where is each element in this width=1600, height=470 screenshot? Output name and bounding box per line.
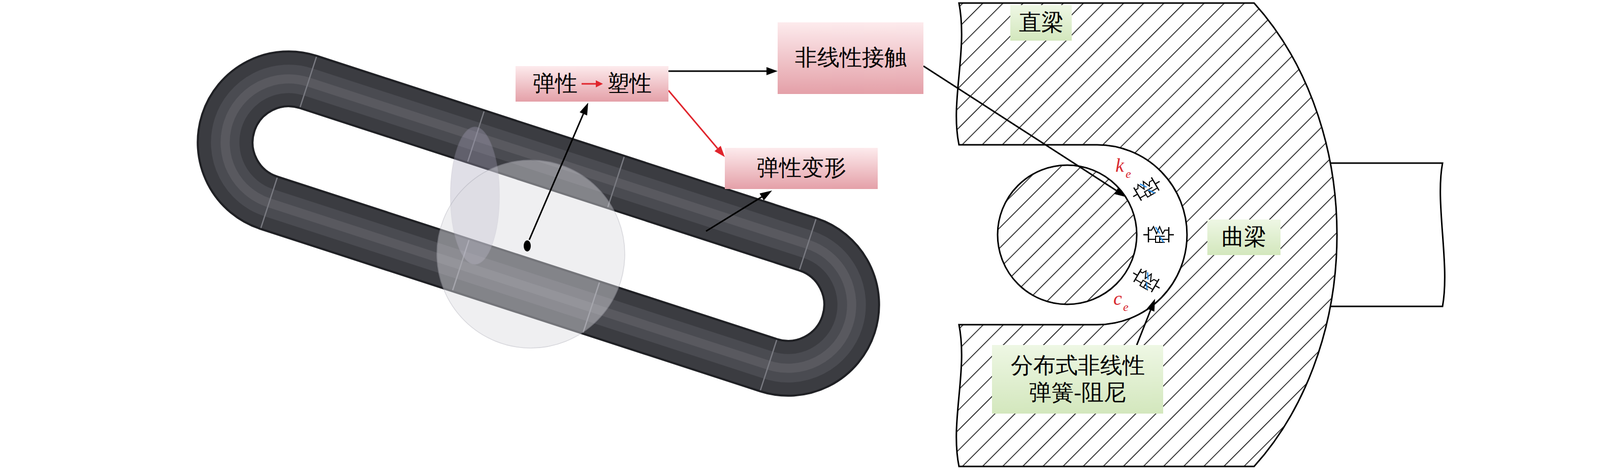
box-text: 非线性接触 — [794, 44, 907, 72]
part-label-box: 曲梁 — [1207, 219, 1281, 255]
spring-damper-symbol — [1129, 265, 1164, 295]
box-text: 分布式非线性 弹簧-阻尼 — [1007, 352, 1148, 407]
tube-highlight — [208, 62, 869, 386]
box-text: 塑性 — [606, 70, 652, 98]
box-text: 弹性 — [532, 70, 578, 98]
tube-body — [208, 62, 869, 386]
symbol-letter: c — [1113, 288, 1123, 308]
spring-damper-box: 分布式非线性 弹簧-阻尼 — [992, 344, 1164, 414]
contact-point — [523, 240, 531, 252]
curved-beam-section — [956, 3, 1337, 467]
arrow-head — [1146, 298, 1156, 312]
force-stroke — [1139, 272, 1155, 290]
contact-sphere — [436, 160, 625, 348]
force-stroke — [1139, 179, 1155, 198]
pin-section — [997, 165, 1137, 305]
segment-line — [261, 56, 817, 391]
connector-bar — [1129, 266, 1164, 295]
subscript: e — [1125, 167, 1132, 180]
connector-bar — [1143, 227, 1174, 243]
tube-outline — [208, 62, 869, 386]
arrow-head — [766, 67, 778, 76]
arrow-head — [595, 80, 603, 88]
symbol-letter: k — [1115, 155, 1125, 175]
arrow-head — [1114, 186, 1128, 198]
arrow-head — [579, 102, 589, 116]
force-stroke — [1155, 227, 1164, 243]
contact-box: 非线性接触 — [777, 22, 924, 94]
arrow-head — [714, 145, 725, 157]
leader-line — [923, 66, 1117, 191]
box-text: 曲梁 — [1221, 224, 1267, 251]
shank-outline — [1330, 163, 1445, 307]
deformation-box: 弹性变形 — [724, 147, 878, 189]
arrow-shaft — [581, 83, 597, 85]
leader-line — [706, 197, 762, 232]
transition-arrow — [580, 77, 604, 90]
connector-line — [668, 90, 718, 149]
leader-line — [1136, 309, 1151, 345]
tube-shade — [208, 62, 869, 386]
leader-line — [529, 113, 584, 240]
box-text: 弹性变形 — [756, 154, 847, 182]
arrow-head — [759, 190, 773, 201]
damper — [1148, 236, 1169, 243]
spring-damper-symbol — [1129, 174, 1164, 204]
damper — [1138, 185, 1160, 201]
chain-link — [200, 37, 877, 410]
connector-line — [668, 70, 767, 73]
subscript: e — [1123, 300, 1129, 313]
part-label-box: 直梁 — [1010, 5, 1072, 41]
damper — [1133, 276, 1155, 293]
box-text: 直梁 — [1018, 9, 1064, 37]
spring-damper-symbol — [1143, 226, 1174, 243]
connector-bar — [1129, 174, 1164, 204]
state-change-box: 弹性塑性 — [515, 66, 669, 102]
